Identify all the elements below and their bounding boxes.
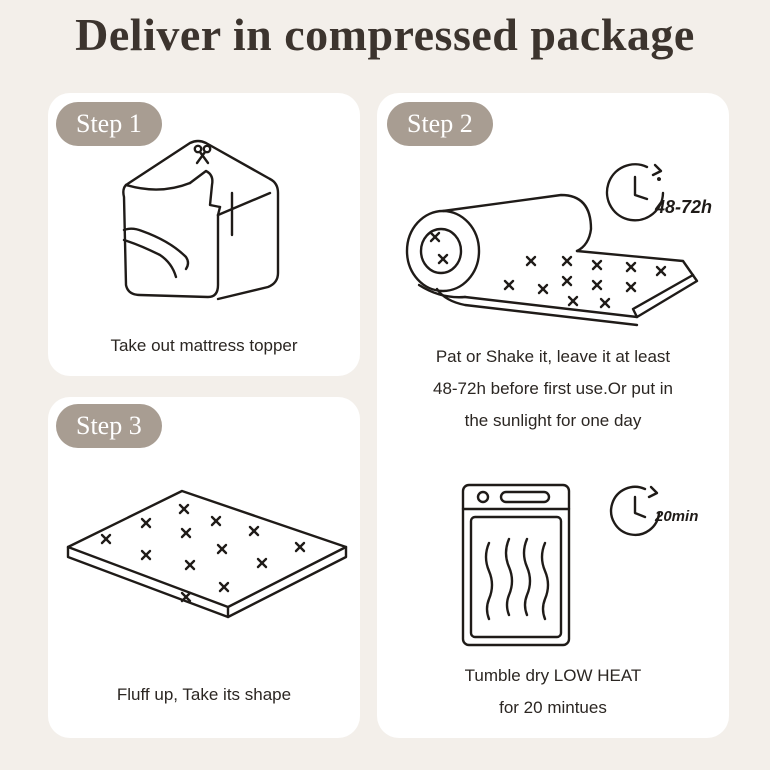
scissors-icon <box>193 144 212 165</box>
rolled-topper-icon <box>405 193 699 327</box>
step-3-card: Step 3 Fluff up, Take its shape <box>48 397 360 738</box>
step-3-badge: Step 3 <box>56 404 162 448</box>
step-1-badge: Step 1 <box>56 102 162 146</box>
step-2-badge: Step 2 <box>387 102 493 146</box>
step-2-timer-label: 48-72h <box>654 197 712 217</box>
dryer-caption: Tumble dry LOW HEAT for 20 mintues <box>377 660 729 724</box>
step-2-caption-line-1: Pat or Shake it, leave it at least <box>435 347 671 366</box>
mattress-topper-icon <box>66 489 348 619</box>
dryer-caption-line-2: for 20 mintues <box>499 698 607 717</box>
clock-icon: 20min <box>609 485 698 537</box>
step-2-card: Step 2 48-72h <box>377 93 729 738</box>
step-1-caption: Take out mattress topper <box>110 336 298 355</box>
clock-icon: 48-72h <box>605 163 712 222</box>
dryer-icon <box>461 483 571 647</box>
step-3-caption: Fluff up, Take its shape <box>116 685 292 704</box>
page-title: Deliver in compressed package <box>75 9 695 60</box>
dryer-timer-label: 20min <box>654 508 698 525</box>
package-icon <box>122 139 280 301</box>
step-2-caption-line-2: 48-72h before first use.Or put in <box>432 379 674 398</box>
step-2-caption: Pat or Shake it, leave it at least 48-72… <box>377 341 729 437</box>
step-1-card: Step 1 Take out mattress topper <box>48 93 360 376</box>
dryer-caption-line-1: Tumble dry LOW HEAT <box>464 666 642 685</box>
step-2-caption-line-3: the sunlight for one day <box>464 411 642 430</box>
